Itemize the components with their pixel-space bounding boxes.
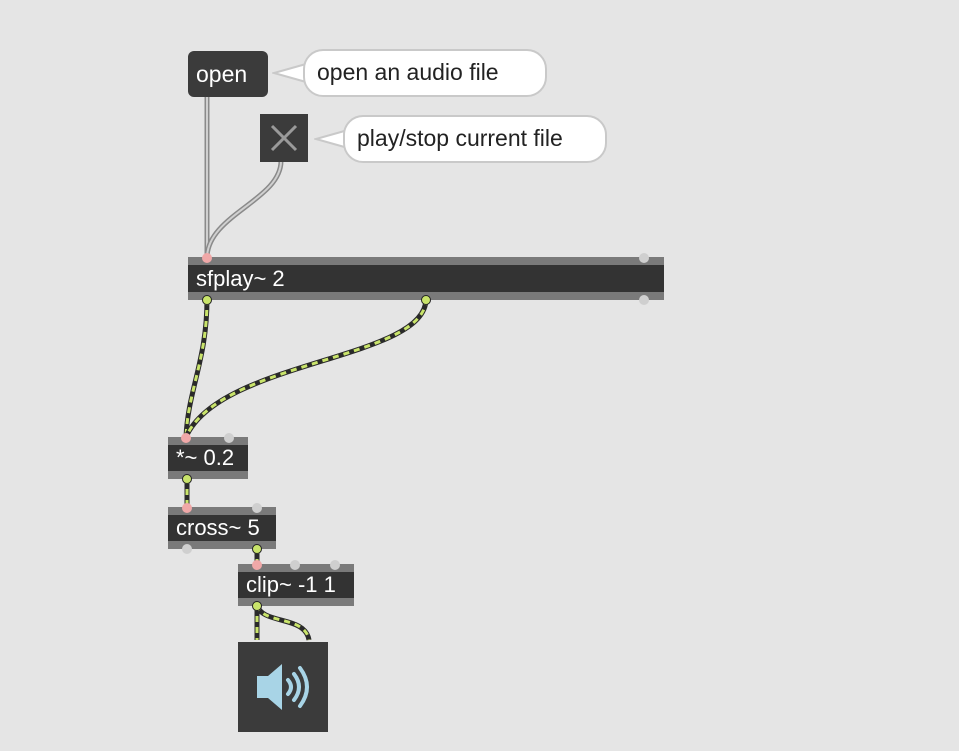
clip-inlet-left[interactable] — [252, 560, 262, 570]
cord-toggle-to-sfplay — [204, 160, 284, 259]
comment-pointer — [272, 63, 307, 83]
sfplay-object[interactable]: sfplay~ 2 — [188, 257, 664, 300]
sfplay-outlet-left[interactable] — [202, 295, 212, 305]
clip-inlet-right[interactable] — [330, 560, 340, 570]
open-message-button[interactable]: open — [188, 51, 268, 97]
cross-inlet-left[interactable] — [182, 503, 192, 513]
x-toggle-icon — [270, 124, 298, 152]
clip-object[interactable]: clip~ -1 1 — [238, 564, 354, 606]
sfplay-inlet-right[interactable] — [639, 253, 649, 263]
speaker-icon — [257, 664, 309, 710]
comment-pointer — [314, 129, 349, 149]
sfplay-outlet-right[interactable] — [421, 295, 431, 305]
cross-outlet-high[interactable] — [252, 544, 262, 554]
clip-outlet[interactable] — [252, 601, 262, 611]
audio-output-button[interactable] — [238, 642, 328, 732]
multiply-outlet[interactable] — [182, 474, 192, 484]
multiply-object[interactable]: *~ 0.2 — [168, 437, 248, 479]
cross-object[interactable]: cross~ 5 — [168, 507, 276, 549]
multiply-inlet-left[interactable] — [181, 433, 191, 443]
comment-open-audio: open an audio file — [303, 49, 547, 97]
open-message-label: open — [196, 61, 248, 87]
cross-outlet-low[interactable] — [182, 544, 192, 554]
multiply-inlet-right[interactable] — [224, 433, 234, 443]
cross-inlet-right[interactable] — [252, 503, 262, 513]
sfplay-outlet-status[interactable] — [639, 295, 649, 305]
play-toggle[interactable] — [260, 114, 308, 162]
clip-inlet-middle[interactable] — [290, 560, 300, 570]
comment-play-stop: play/stop current file — [343, 115, 607, 163]
sfplay-inlet-left[interactable] — [202, 253, 212, 263]
